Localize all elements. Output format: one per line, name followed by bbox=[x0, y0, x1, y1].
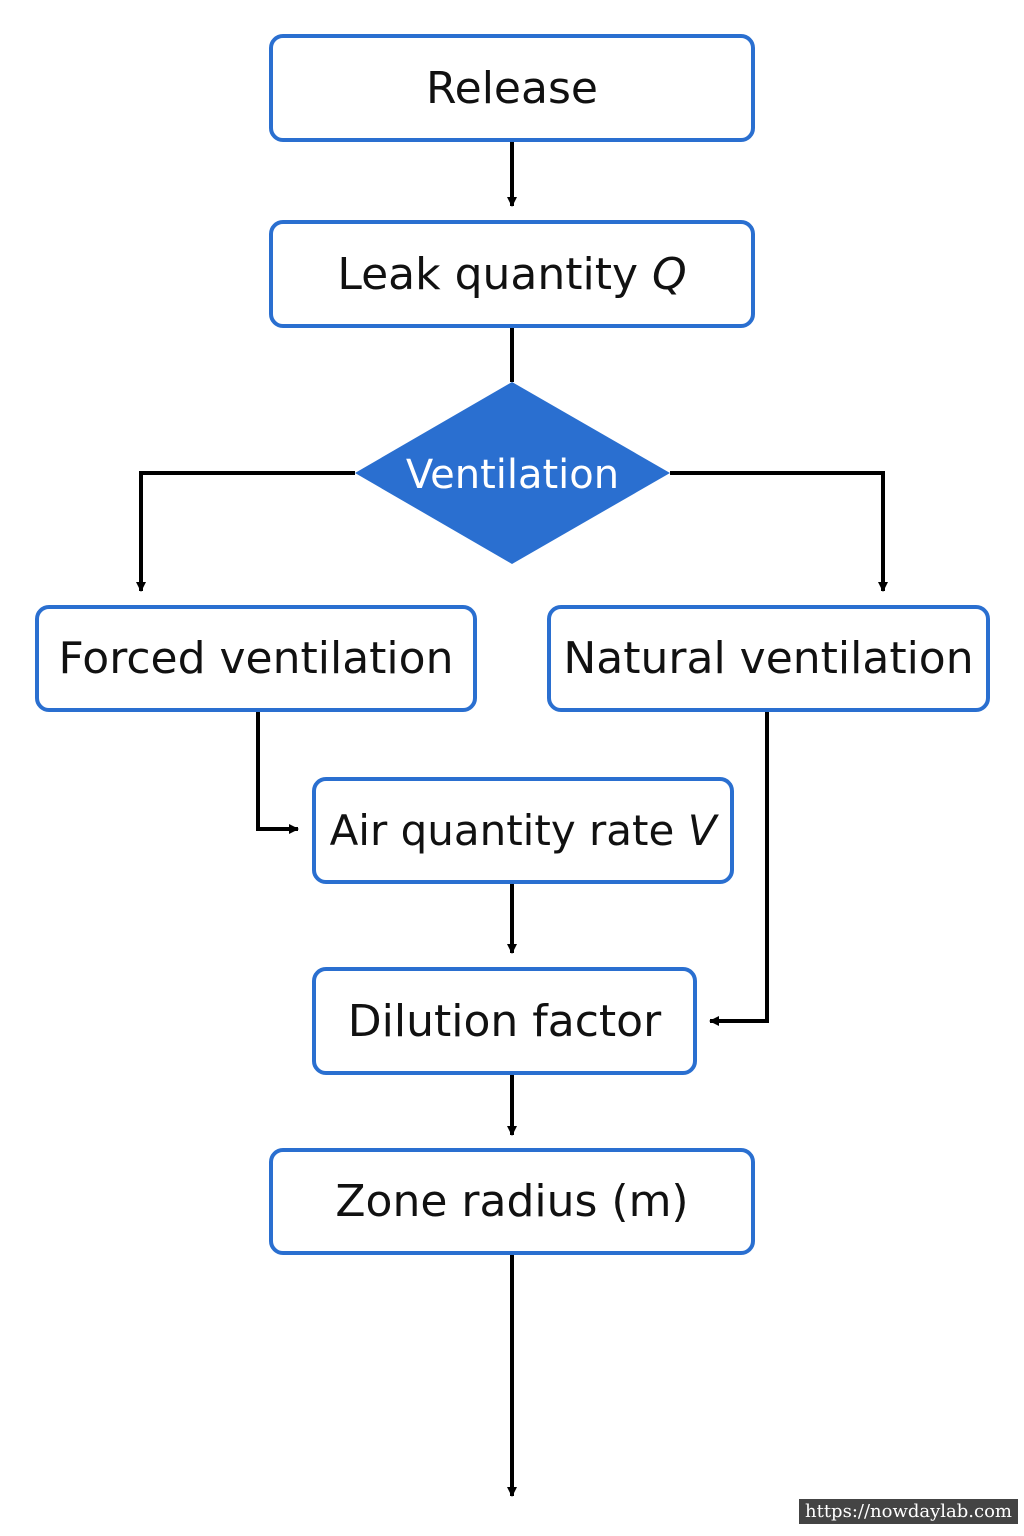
zone-radius-box: Zone radius (m) bbox=[269, 1148, 755, 1255]
forced-ventilation-box: Forced ventilation bbox=[35, 605, 477, 712]
watermark-url: https://nowdaylab.com bbox=[799, 1499, 1018, 1524]
leak-quantity-box: Leak quantity Q bbox=[269, 220, 755, 328]
arrow-ventilation-to-natural bbox=[670, 471, 888, 592]
dilution-factor-label: Dilution factor bbox=[347, 995, 662, 1047]
arrow-forced-to-air-quantity bbox=[256, 712, 299, 834]
forced-ventilation-label: Forced ventilation bbox=[58, 633, 454, 684]
release-label: Release bbox=[426, 62, 598, 114]
air-quantity-box: Air quantity rate V bbox=[312, 777, 734, 884]
leak-quantity-text: Leak quantity bbox=[337, 248, 653, 300]
arrow-ventilation-to-forced bbox=[136, 471, 355, 592]
ventilation-diamond bbox=[355, 382, 670, 564]
leak-quantity-variable: Q bbox=[652, 248, 687, 300]
ventilation-label: Ventilation bbox=[405, 452, 620, 498]
release-box: Release bbox=[269, 34, 755, 142]
dilution-factor-box: Dilution factor bbox=[312, 967, 697, 1075]
natural-ventilation-box: Natural ventilation bbox=[547, 605, 990, 712]
air-quantity-text: Air quantity rate bbox=[329, 806, 688, 855]
air-quantity-label: Air quantity rate V bbox=[330, 806, 717, 855]
leak-quantity-label: Leak quantity Q bbox=[337, 249, 686, 300]
air-quantity-variable: V bbox=[687, 806, 717, 855]
zone-radius-label: Zone radius (m) bbox=[335, 1176, 689, 1227]
arrow-natural-to-dilution bbox=[709, 712, 769, 1026]
natural-ventilation-label: Natural ventilation bbox=[563, 633, 974, 684]
